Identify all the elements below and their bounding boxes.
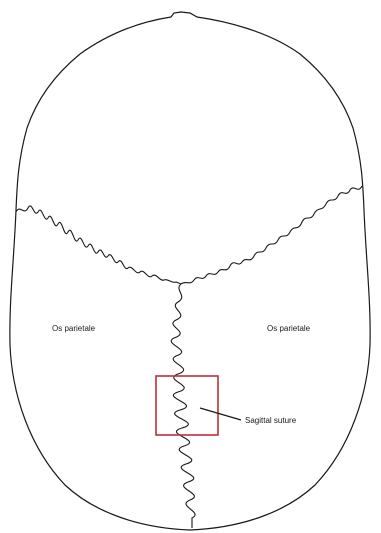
skull-outline <box>10 12 370 530</box>
right-bone-label: Os parietale <box>267 324 311 333</box>
suture-leader-line <box>200 408 241 420</box>
suture-label: Sagittal suture <box>245 416 297 425</box>
coronal-suture-right <box>181 186 362 284</box>
sagittal-suture <box>171 284 195 528</box>
left-bone-label: Os parietale <box>52 324 96 333</box>
coronal-suture-left <box>16 206 181 284</box>
